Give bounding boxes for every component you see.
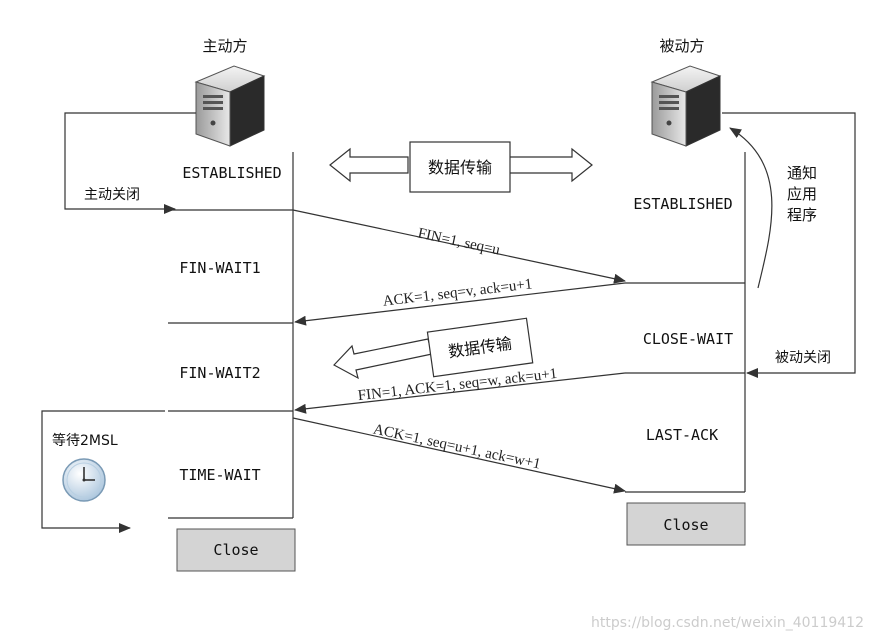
- wait-2msl-loop: [41, 410, 165, 533]
- data-transfer-label: 数据传输: [428, 158, 492, 177]
- state-passive-established: ESTABLISHED: [633, 195, 732, 213]
- state-close-wait: CLOSE-WAIT: [643, 330, 733, 348]
- notify-app-arrow: [729, 127, 773, 289]
- fin2-arrow: [294, 372, 626, 414]
- ack1-label: ACK=1, seq=v, ack=u+1: [382, 276, 533, 309]
- state-fin-wait1: FIN-WAIT1: [179, 259, 260, 277]
- ack1-arrow: [294, 282, 626, 326]
- active-side-title: 主动方: [202, 37, 247, 55]
- passive-close-loop: [722, 112, 856, 378]
- active-close-label: 主动关闭: [84, 187, 140, 203]
- active-server-icon: [194, 65, 266, 147]
- passive-side-title: 被动方: [659, 37, 704, 55]
- passive-server-icon: [650, 65, 722, 147]
- watermark-text: https://blog.csdn.net/weixin_40119412: [591, 615, 864, 631]
- fin1-arrow: [292, 209, 626, 284]
- active-close-box: Close: [176, 528, 296, 572]
- passive-close-label-text: Close: [663, 516, 708, 534]
- passive-close-label: 被动关闭: [775, 350, 831, 366]
- active-close-label-text: Close: [213, 541, 258, 559]
- state-time-wait: TIME-WAIT: [179, 466, 260, 484]
- state-fin-wait2: FIN-WAIT2: [179, 364, 260, 382]
- passive-close-box: Close: [626, 502, 746, 546]
- ack2-arrow: [292, 417, 626, 494]
- wait-2msl-label: 等待2MSL: [52, 432, 118, 449]
- ack2-label: ACK=1, seq=u+1, ack=w+1: [372, 422, 542, 473]
- state-last-ack: LAST-ACK: [646, 426, 718, 444]
- data-transfer-arrow: 数据传输: [329, 141, 593, 193]
- fin1-label: FIN=1, seq=u: [416, 226, 502, 259]
- active-close-loop: [64, 112, 196, 214]
- clock-icon: [62, 458, 106, 502]
- data-transfer-return-arrow: 数据传输: [333, 317, 534, 380]
- notify-app-label: 通知 应用 程序: [787, 164, 822, 224]
- state-active-established: ESTABLISHED: [182, 164, 281, 182]
